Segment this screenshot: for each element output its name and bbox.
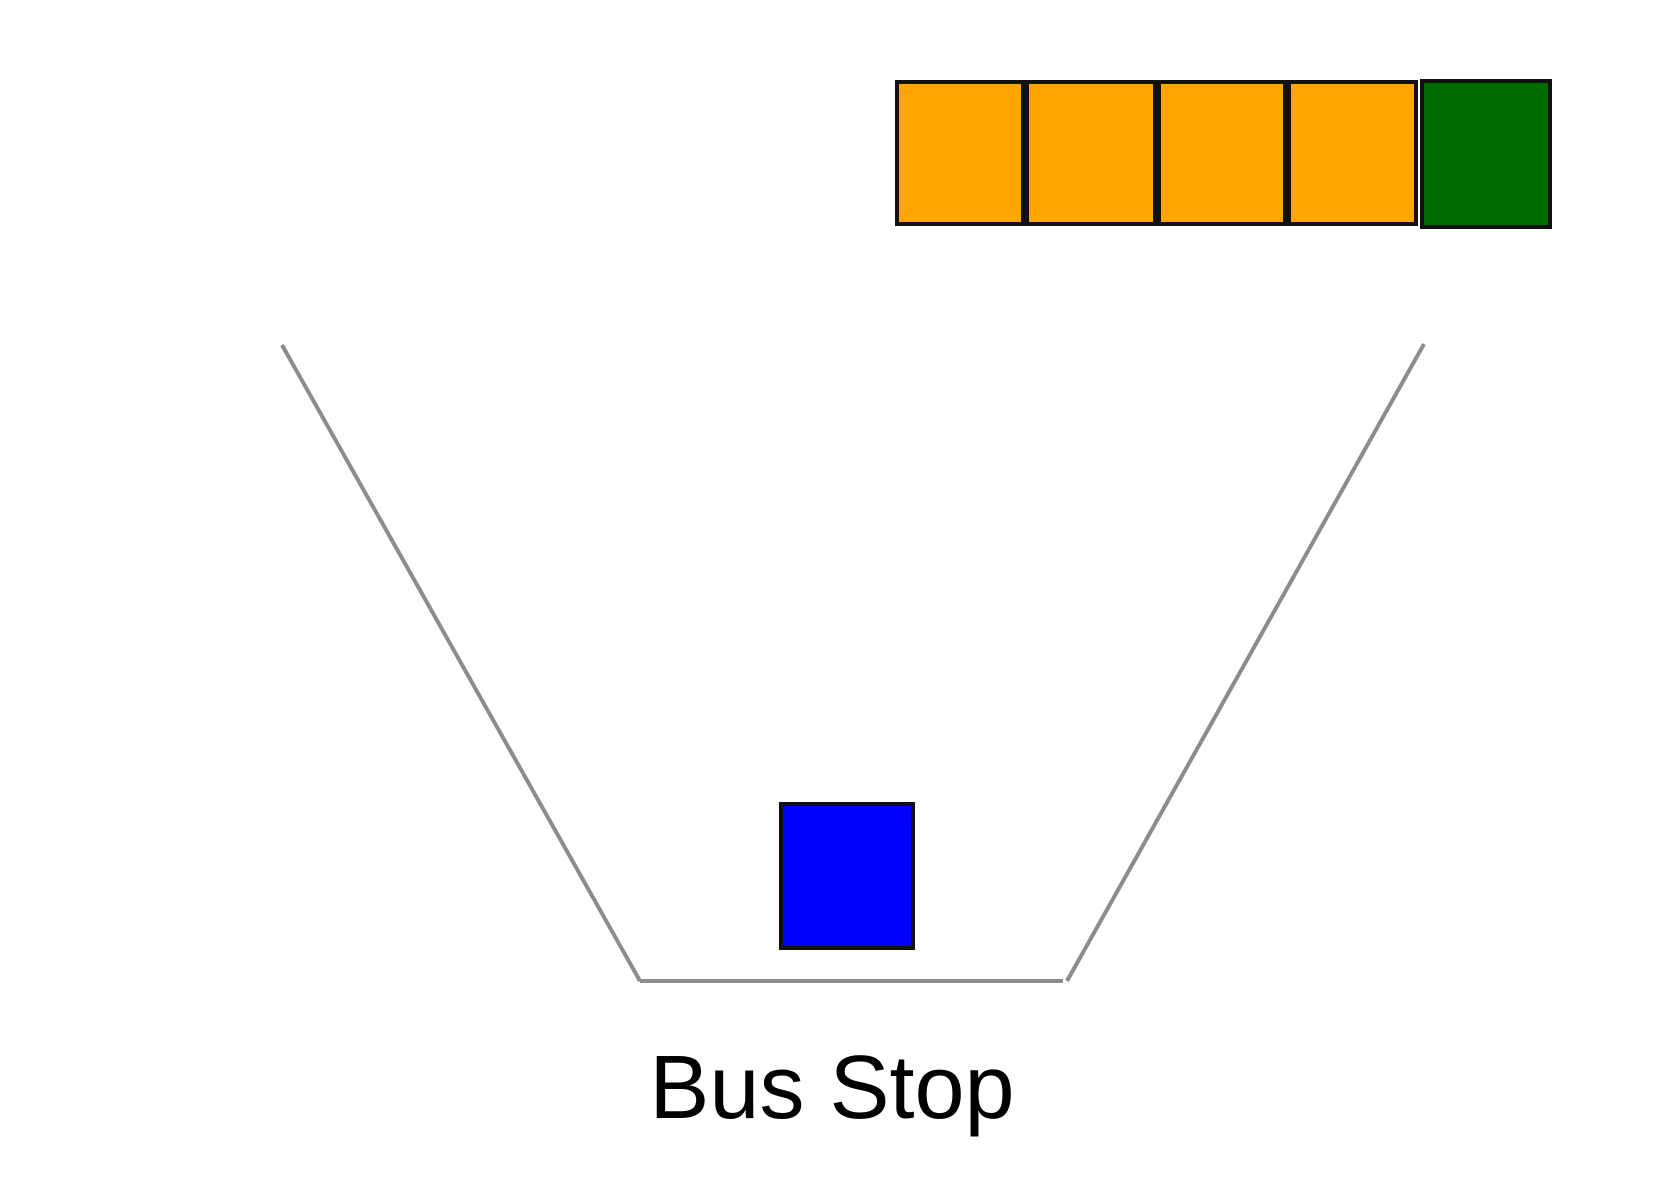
- bus-stop-label: Bus Stop: [649, 1038, 1015, 1138]
- road-left-edge: [280, 344, 642, 982]
- queued-bus-orange-2: [1025, 80, 1157, 226]
- queued-bus-orange-1: [895, 80, 1025, 226]
- waiting-bus-blue: [779, 802, 915, 950]
- queued-bus-green-1: [1420, 79, 1552, 229]
- queued-bus-orange-4: [1287, 80, 1418, 226]
- queued-bus-orange-3: [1157, 80, 1287, 226]
- road-right-edge: [1065, 343, 1426, 982]
